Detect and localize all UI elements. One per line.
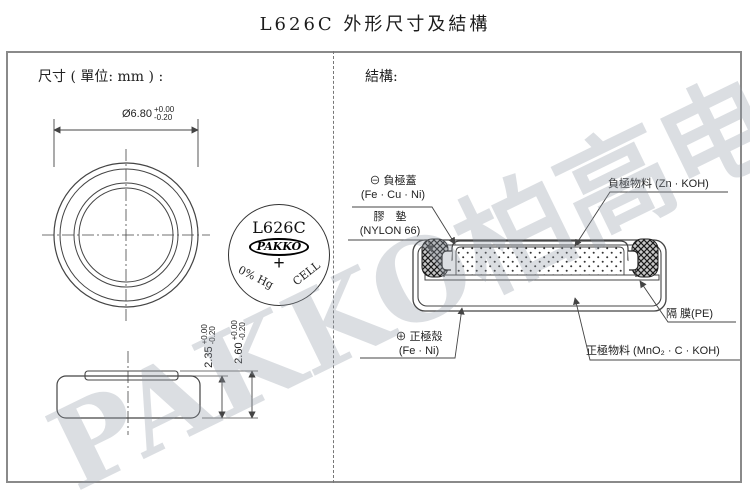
- label-positive-material: 正極物料 (MnO₂ · C · KOH): [586, 345, 720, 357]
- leader-negative-material: [574, 191, 728, 247]
- label-separator: 隔 膜(PE): [666, 308, 714, 320]
- diameter-dimension: Ø6.80 +0.00 -0.20: [122, 106, 174, 122]
- leader-positive-material: [573, 297, 740, 361]
- panel-divider: [333, 51, 334, 483]
- side-view-case: [56, 375, 201, 419]
- top-view-drawing: [42, 119, 210, 323]
- negative-material-region: [455, 246, 625, 276]
- structure-header: 結構:: [365, 69, 398, 85]
- pakko-logo: PAKKO: [248, 238, 310, 256]
- leader-negative-cap: [352, 206, 456, 245]
- positive-case-outer-wall: [412, 239, 667, 312]
- polarity-plus-mark: +: [273, 253, 285, 274]
- dimensions-header: 尺寸 ( 單位: mm ) :: [38, 69, 164, 85]
- positive-case-inner-wall: [417, 244, 662, 307]
- model-text: L626C: [252, 218, 306, 237]
- separator-layer: [424, 274, 660, 281]
- drawing-border: [6, 51, 742, 483]
- leader-gasket: [348, 239, 434, 253]
- diameter-tolerance: +0.00 -0.20: [153, 105, 175, 122]
- leader-separator: [639, 280, 736, 323]
- cross-section-drawing: [348, 191, 740, 361]
- cap-curl-right: [628, 250, 639, 271]
- label-positive-case: ⊕ 正極殼 (Fe · Ni): [395, 331, 443, 357]
- minus-circle-icon: ⊖: [369, 175, 381, 187]
- height-shoulder-dimension: 2.35 +0.00 -0.20: [199, 324, 217, 368]
- label-negative-material: 負極物料 (Zn · KOH): [608, 178, 709, 190]
- leader-positive-case: [360, 307, 465, 359]
- page-title: L626C 外形尺寸及結構: [259, 14, 491, 35]
- label-gasket: 膠 墊 (NYLON 66): [359, 211, 421, 237]
- label-negative-cap: ⊖ 負極蓋 (Fe · Cu · Ni): [360, 175, 426, 201]
- cap-curl-left: [441, 250, 452, 271]
- diameter-value: Ø6.80: [122, 108, 152, 120]
- height-total-dimension: 2.60 +0.00 -0.20: [229, 320, 247, 364]
- battery-face-view: L626C PAKKO + 0% Hg CELL: [228, 204, 330, 306]
- plus-circle-icon: ⊕: [395, 331, 407, 343]
- side-view-drawing: [56, 351, 258, 435]
